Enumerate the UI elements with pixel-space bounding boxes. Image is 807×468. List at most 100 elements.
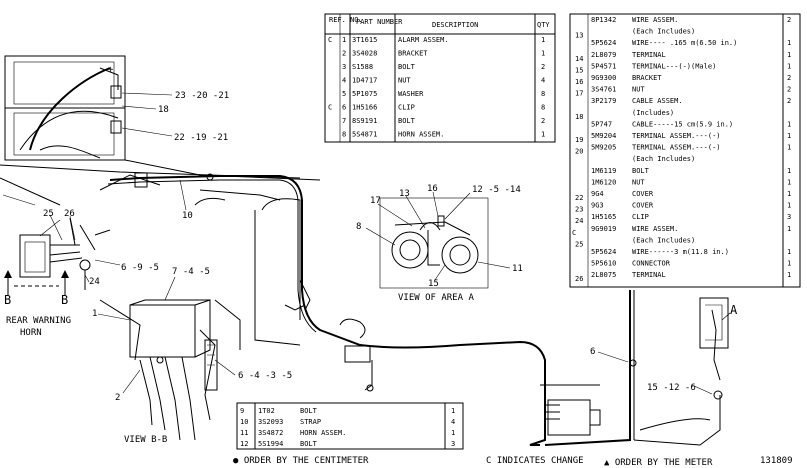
callout-12-5-14: 12 -5 -14 (472, 185, 521, 195)
view-of-area-a-label: VIEW OF AREA A (398, 293, 474, 303)
ref-number: 19 (575, 136, 583, 144)
part-description: HORN ASSEM. (300, 429, 346, 437)
part-number: 5P1075 (352, 90, 377, 98)
order-by-centimeter-note: ● ORDER BY THE CENTIMETER (233, 456, 369, 466)
callout-6-9-5: 6 -9 -5 (121, 263, 159, 273)
part-number: 1T02 (258, 407, 275, 415)
ref-number: 17 (575, 90, 583, 98)
quantity: 4 (541, 77, 545, 85)
ref-number: 23 (575, 206, 583, 214)
part-number: 5P5610 (591, 260, 616, 268)
ref-number: 14 (575, 55, 583, 63)
part-number: 1M6119 (591, 167, 616, 175)
ref-number: 12 (240, 440, 248, 448)
quantity: 2 (541, 63, 545, 71)
part-description: TERMINAL (632, 51, 666, 59)
quantity: 1 (451, 407, 455, 415)
quantity: 3 (787, 213, 791, 221)
ref-number: 4 (342, 77, 346, 85)
ref-number: 3 (342, 63, 346, 71)
header-qty: QTY (537, 21, 550, 29)
rear-warning-horn-label-1: REAR WARNING (6, 316, 71, 326)
ref-number: 15 (575, 66, 583, 74)
quantity: 1 (787, 225, 791, 233)
change-flag: C (328, 104, 332, 112)
ref-number: 6 (342, 104, 346, 112)
part-number: 9G9019 (591, 225, 616, 233)
quantity: 4 (451, 418, 455, 426)
part-description: (Includes) (632, 109, 674, 117)
callout-18: 18 (158, 105, 169, 115)
part-number: 5M9205 (591, 144, 616, 152)
part-description: NUT (632, 86, 645, 94)
callout-11: 11 (512, 264, 523, 274)
part-number: 5S4871 (352, 131, 377, 139)
callout-25: 25 (43, 209, 54, 219)
part-description: BOLT (398, 117, 416, 125)
callouts: 23 -20 -21 18 22 -19 -21 10 25 26 6 -9 -… (4, 91, 738, 403)
quantity: 1 (787, 62, 791, 70)
part-number: 3S4872 (258, 429, 283, 437)
quantity: 1 (787, 202, 791, 210)
part-description: (Each Includes) (632, 155, 695, 163)
part-number: 1H5165 (591, 213, 616, 221)
part-number: 5M9204 (591, 132, 616, 140)
part-description: NUT (398, 77, 411, 85)
quantity: 1 (541, 131, 545, 139)
callout-6: 6 (590, 347, 595, 357)
quantity: 2 (787, 16, 791, 24)
quantity: 2 (787, 74, 791, 82)
part-description: CONNECTOR (632, 260, 671, 268)
part-description: BRACKET (398, 50, 428, 58)
callout-24: 24 (89, 277, 100, 287)
svg-text:+: + (108, 65, 114, 75)
ref-number: 24 (575, 217, 583, 225)
callout-17: 17 (370, 196, 381, 206)
header-description: DESCRIPTION (432, 21, 478, 29)
callout-23-20-21: 23 -20 -21 (175, 91, 229, 101)
rear-warning-horn-label-2: HORN (20, 328, 42, 338)
callout-26: 26 (64, 209, 75, 219)
quantity: 8 (541, 90, 545, 98)
quantity: 1 (541, 36, 545, 44)
part-description: HORN ASSEM. (398, 131, 444, 139)
part-number: 2L8075 (591, 271, 616, 279)
callout-2: 2 (115, 393, 120, 403)
part-description: COVER (632, 190, 654, 198)
quantity: 2 (787, 97, 791, 105)
part-description: TERMINAL ASSEM.---(-) (632, 132, 721, 140)
callout-a: A (730, 303, 738, 317)
quantity: 1 (787, 51, 791, 59)
quantity: 1 (787, 248, 791, 256)
header-ref: REF. NO. (329, 16, 363, 24)
part-number: 2L8079 (591, 51, 616, 59)
part-description: CABLE ASSEM. (632, 97, 683, 105)
view-labels: REAR WARNING HORN VIEW OF AREA A VIEW B-… (6, 293, 474, 445)
callout-22-19-21: 22 -19 -21 (174, 133, 228, 143)
ref-number: 25 (575, 240, 583, 248)
part-number: 1H5166 (352, 104, 377, 112)
battery-box: + (4, 55, 126, 161)
part-number: 9G3 (591, 202, 604, 210)
part-description: BOLT (300, 407, 318, 415)
callout-15-12-6: 15 -12 -6 (647, 383, 696, 393)
part-description: TERMINAL---(-)(Male) (632, 62, 716, 70)
part-description: BOLT (632, 167, 650, 175)
callout-6-4-3-5: 6 -4 -3 -5 (238, 371, 292, 381)
ref-number: 7 (342, 117, 346, 125)
footer: ● ORDER BY THE CENTIMETER C INDICATES CH… (233, 456, 793, 468)
part-description: CABLE-----15 cm(5.9 in.) (632, 120, 733, 128)
view-b-b-label: VIEW B-B (124, 435, 167, 445)
callout-15: 15 (428, 279, 439, 289)
part-description: (Each Includes) (632, 28, 695, 36)
callout-13: 13 (399, 189, 410, 199)
ref-number: 1 (342, 36, 346, 44)
quantity: 1 (541, 50, 545, 58)
ref-number: 22 (575, 194, 583, 202)
rear-warning-horn (19, 217, 111, 290)
quantity: 8 (541, 104, 545, 112)
part-number: 5S1994 (258, 440, 283, 448)
ref-number: 16 (575, 78, 583, 86)
